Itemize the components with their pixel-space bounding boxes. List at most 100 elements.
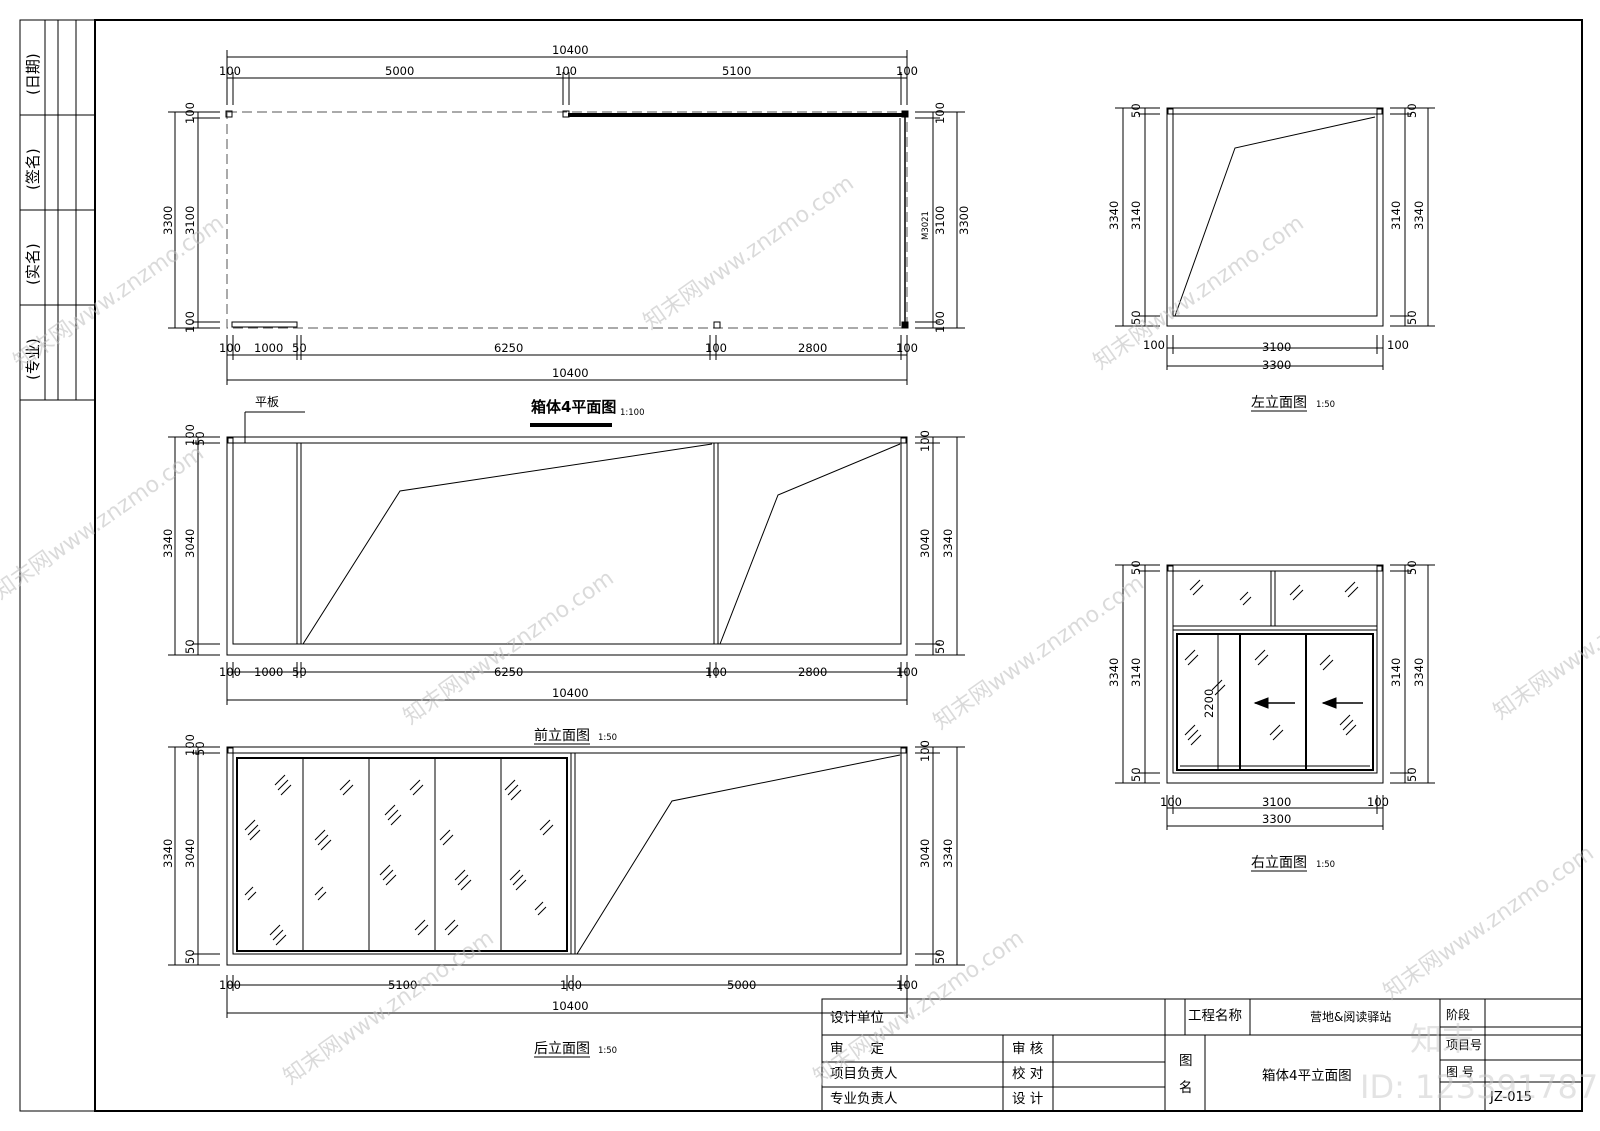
back-left-total: 3340 [161, 839, 175, 868]
front-title: 前立面图 [534, 727, 590, 744]
plan-scale: 1:100 [620, 408, 645, 418]
left-elev-right-seg: 50 [1405, 310, 1419, 325]
plan-bottom-seg: 100 [705, 341, 727, 355]
left-elev-right-seg: 3140 [1389, 201, 1403, 230]
right-elev-left-seg: 3140 [1129, 658, 1143, 687]
back-bottom-seg: 100 [219, 978, 241, 992]
front-left-seg: 50 [183, 639, 197, 654]
left-elev-bottom-seg: 3100 [1262, 340, 1291, 354]
right-elev-bottom-seg: 100 [1367, 795, 1389, 809]
right-elev-scale: 1:50 [1316, 860, 1335, 870]
back-left-seg: 100 [183, 734, 197, 756]
back-left-seg: 50 [193, 741, 207, 756]
title-block [821, 998, 1583, 1112]
tb-project-no: 项目号 [1446, 1038, 1482, 1052]
plan-door-tag: M3021 [921, 211, 931, 240]
plan-outline [226, 111, 908, 329]
right-elev-title: 右立面图 [1251, 855, 1307, 871]
watermark-text: 知末网www.znzmo.com [1379, 841, 1599, 1005]
tb-project-name: 营地&阅读驿站 [1310, 1010, 1391, 1024]
front-bottom-total: 10400 [552, 686, 589, 700]
left-elevation [1115, 107, 1435, 370]
back-bottom-total: 10400 [552, 999, 589, 1013]
back-title: 后立面图 [534, 1041, 590, 1057]
right-elev-text: 3340 50 3140 50 50 3140 50 3340 2200 100… [1107, 560, 1426, 826]
front-right-seg: 100 [918, 430, 932, 452]
plan-top-seg: 100 [555, 64, 577, 78]
back-bottom-seg: 5000 [727, 978, 756, 992]
tb-approve: 审 定 [830, 1041, 884, 1057]
tb-project-lead: 项目负责人 [830, 1066, 898, 1082]
left-elev-left-seg: 50 [1129, 103, 1143, 118]
plan-left-seg: 3100 [183, 206, 197, 235]
plan-text: 10400 100 5000 100 5100 100 100 1000 50 … [161, 43, 971, 380]
tb-design-unit: 设计单位 [830, 1010, 884, 1026]
right-elev-right-seg: 50 [1405, 560, 1419, 575]
left-elev-left-total: 3340 [1107, 201, 1121, 230]
front-bottom-seg: 50 [292, 665, 307, 679]
front-left-seg: 50 [193, 431, 207, 446]
tb-phase: 阶段 [1446, 1007, 1470, 1022]
tb-drawing-name: 箱体4平立面图 [1262, 1068, 1352, 1084]
tb-sheet-no: JZ-015 [1489, 1090, 1532, 1105]
left-elev-left-seg: 50 [1129, 310, 1143, 325]
front-right-total: 3340 [941, 529, 955, 558]
plan-view [168, 50, 965, 427]
plan-top-seg: 5100 [722, 64, 751, 78]
plan-bottom-seg: 100 [896, 341, 918, 355]
right-elev-bottom-seg: 100 [1160, 795, 1182, 809]
left-elev-right-total: 3340 [1412, 201, 1426, 230]
plan-bottom-seg: 2800 [798, 341, 827, 355]
right-elev-left-seg: 50 [1129, 560, 1143, 575]
right-elev-left-seg: 50 [1129, 767, 1143, 782]
plan-flat-panel [231, 321, 298, 328]
left-strip [19, 19, 96, 401]
plan-left-seg: 100 [183, 311, 197, 333]
watermark-text: 知末网www.znzmo.com [9, 211, 229, 375]
front-right-seg: 50 [933, 639, 947, 654]
back-left-seg: 50 [183, 949, 197, 964]
back-left-seg: 3040 [183, 839, 197, 868]
back-scale: 1:50 [598, 1046, 617, 1056]
front-flat-label: 平板 [255, 395, 279, 409]
front-bottom-seg: 100 [219, 665, 241, 679]
left-elev-bottom-total: 3300 [1262, 358, 1291, 372]
left-elev-bottom-seg: 100 [1387, 338, 1409, 352]
tb-design: 设 计 [1012, 1091, 1043, 1107]
watermark-text: 知末网www.znzmo.com [1489, 561, 1600, 725]
watermark-id: ID: 1233917877 [1360, 1068, 1600, 1106]
plan-top-seg: 5000 [385, 64, 414, 78]
plan-top-total: 10400 [552, 43, 589, 57]
tb-drawing-name-label: 名 [1179, 1080, 1193, 1096]
watermark: 知末网www.znzmo.com 知末网www.znzmo.com 知末网www… [0, 171, 1600, 1106]
plan-right-seg: 3100 [933, 206, 947, 235]
left-strip-text: (专业) (实名) (签名) (日期) [24, 53, 42, 380]
watermark-text: 知末网www.znzmo.com [399, 566, 619, 730]
tb-drawing-no: 图 号 [1446, 1065, 1474, 1079]
plan-right-total: 3300 [957, 206, 971, 235]
strip-date: (日期) [24, 53, 42, 95]
plan-bottom-seg: 50 [292, 341, 307, 355]
plan-left-seg: 100 [183, 102, 197, 124]
left-elev-title: 左立面图 [1251, 395, 1307, 411]
left-elev-left-seg: 3140 [1129, 201, 1143, 230]
watermark-text: 知末网www.znzmo.com [0, 441, 209, 605]
plan-bottom-total: 10400 [552, 366, 589, 380]
plan-bottom-seg: 6250 [494, 341, 523, 355]
tb-discipline-lead: 专业负责人 [830, 1091, 898, 1107]
plan-left-total: 3300 [161, 206, 175, 235]
right-elev-left-total: 3340 [1107, 658, 1121, 687]
front-left-seg: 3040 [183, 529, 197, 558]
back-bottom-seg: 5100 [388, 978, 417, 992]
back-right-seg: 3040 [918, 839, 932, 868]
back-right-seg: 100 [918, 740, 932, 762]
watermark-logo: 知末 [1410, 1020, 1474, 1058]
tb-check: 校 对 [1012, 1065, 1043, 1082]
front-right-seg: 3040 [918, 529, 932, 558]
back-elevation [168, 746, 965, 1018]
right-elev-right-seg: 50 [1405, 767, 1419, 782]
front-bottom-seg: 6250 [494, 665, 523, 679]
back-text: 3340 100 50 3040 50 100 3040 50 3340 100… [161, 734, 955, 1013]
plan-title: 箱体4平面图 [531, 398, 616, 416]
